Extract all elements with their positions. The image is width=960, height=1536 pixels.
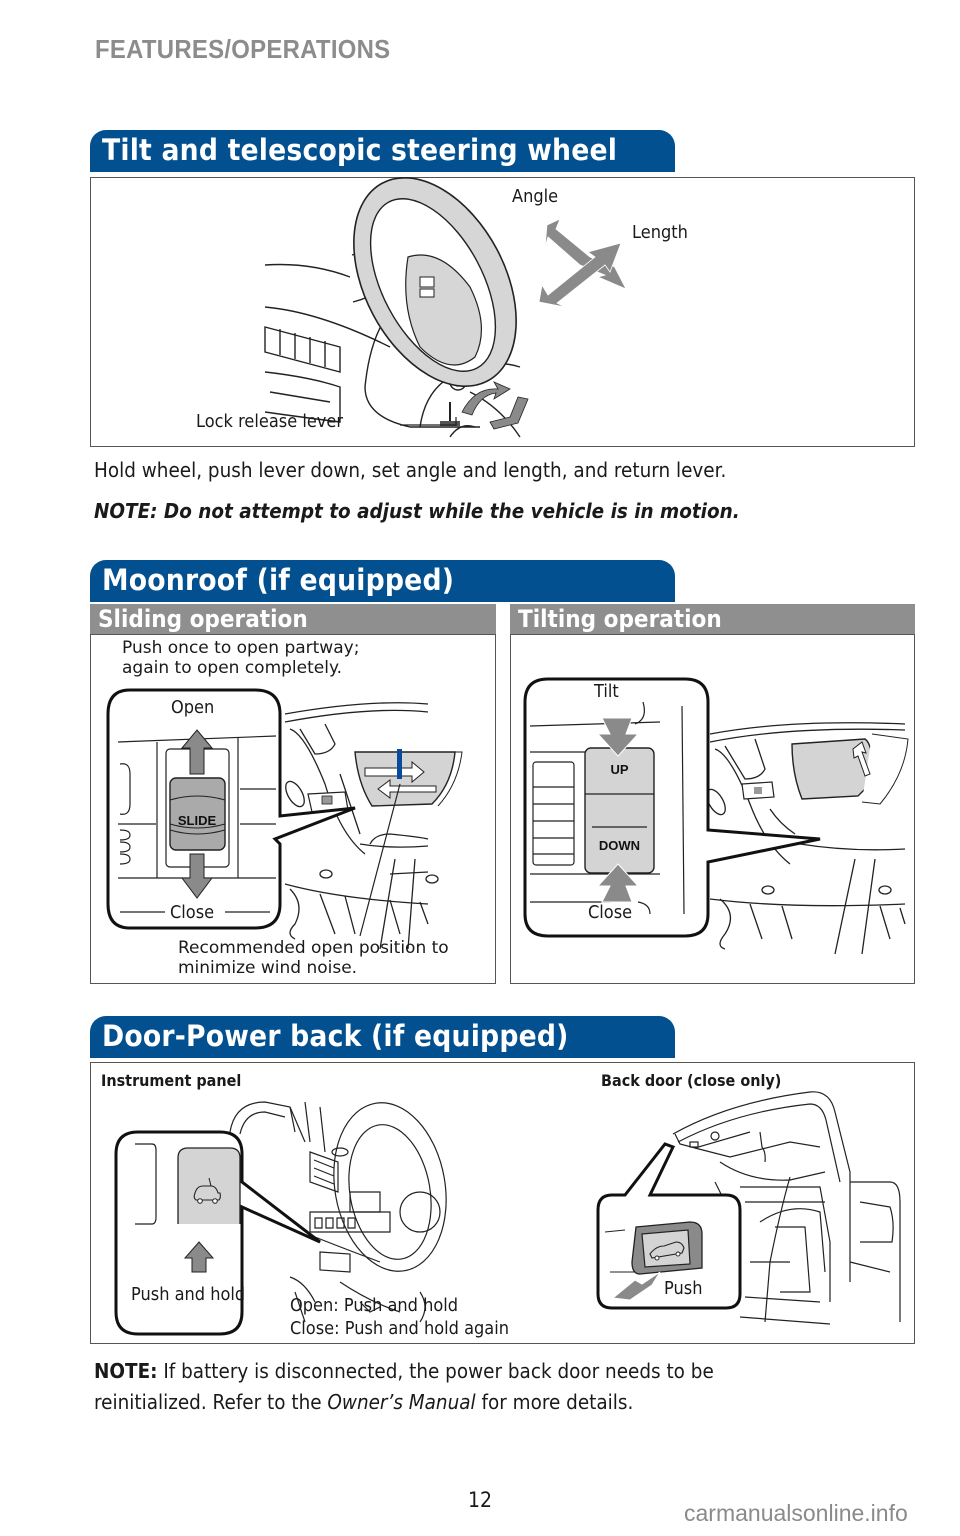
steering-note: NOTE: Do not attempt to adjust while the… bbox=[94, 499, 740, 523]
tilting-switch-illustration bbox=[523, 677, 909, 955]
watermark: carmanualsonline.info bbox=[684, 1500, 908, 1526]
angle-label: Angle bbox=[512, 186, 559, 207]
sliding-instruction-line1: Push once to open partway; bbox=[122, 638, 360, 658]
steering-instruction: Hold wheel, push lever down, set angle a… bbox=[94, 458, 727, 482]
push-and-hold-label: Push and hold bbox=[131, 1284, 246, 1305]
sliding-operation-heading-text: Sliding operation bbox=[98, 605, 308, 633]
open-close-instructions: Open: Push and hold Close: Push and hold… bbox=[290, 1294, 509, 1340]
recommended-position-note: Recommended open position to minimize wi… bbox=[178, 938, 449, 978]
steering-wheel-illustration bbox=[264, 176, 627, 438]
note-line2-post: for more details. bbox=[475, 1390, 634, 1414]
sliding-switch-illustration bbox=[106, 688, 463, 950]
recommend-line2: minimize wind noise. bbox=[178, 958, 358, 978]
push-label: Push bbox=[664, 1278, 703, 1299]
battery-note: NOTE: If battery is disconnected, the po… bbox=[94, 1356, 714, 1418]
page-number: 12 bbox=[467, 1488, 493, 1512]
down-button-label[interactable]: DOWN bbox=[598, 838, 641, 853]
moonroof-section-banner: Moonroof (if equipped) bbox=[90, 560, 675, 602]
steering-section-banner: Tilt and telescopic steering wheel bbox=[90, 130, 675, 172]
section-label: FEATURES/OPERATIONS bbox=[95, 34, 391, 64]
sliding-instruction-line2: again to open completely. bbox=[122, 658, 342, 678]
instrument-panel-heading: Instrument panel bbox=[101, 1071, 242, 1090]
close-instruction: Close: Push and hold again bbox=[290, 1318, 509, 1339]
close-label-tilting: Close bbox=[588, 902, 633, 923]
length-label: Length bbox=[632, 222, 688, 243]
tilting-operation-heading-text: Tilting operation bbox=[518, 605, 722, 633]
back-door-heading: Back door (close only) bbox=[601, 1071, 782, 1090]
moonroof-section-title: Moonroof (if equipped) bbox=[102, 563, 455, 597]
note-line1: If battery is disconnected, the power ba… bbox=[157, 1359, 714, 1383]
close-label-sliding: Close bbox=[170, 902, 215, 923]
open-label: Open bbox=[171, 697, 215, 718]
back-door-illustration bbox=[596, 1091, 901, 1325]
note-label: NOTE: bbox=[94, 1359, 158, 1383]
owners-manual-reference: Owner’s Manual bbox=[327, 1390, 476, 1414]
sliding-operation-heading: Sliding operation bbox=[90, 604, 496, 635]
sliding-instruction: Push once to open partway; again to open… bbox=[122, 638, 359, 678]
instrument-panel-illustration bbox=[114, 1101, 447, 1336]
lock-release-lever-label: Lock release lever bbox=[196, 411, 343, 432]
note-line2-pre: reinitialized. Refer to the bbox=[94, 1390, 328, 1414]
tilt-label: Tilt bbox=[594, 681, 619, 702]
slide-switch-label[interactable]: SLIDE bbox=[177, 813, 217, 828]
open-instruction: Open: Push and hold bbox=[290, 1295, 459, 1316]
recommend-line1: Recommended open position to bbox=[178, 938, 449, 958]
tilting-operation-heading: Tilting operation bbox=[510, 604, 915, 635]
power-back-door-section-banner: Door-Power back (if equipped) bbox=[90, 1016, 675, 1058]
steering-section-title: Tilt and telescopic steering wheel bbox=[102, 133, 618, 167]
power-back-door-section-title: Door-Power back (if equipped) bbox=[102, 1019, 569, 1053]
up-button-label[interactable]: UP bbox=[610, 762, 629, 777]
